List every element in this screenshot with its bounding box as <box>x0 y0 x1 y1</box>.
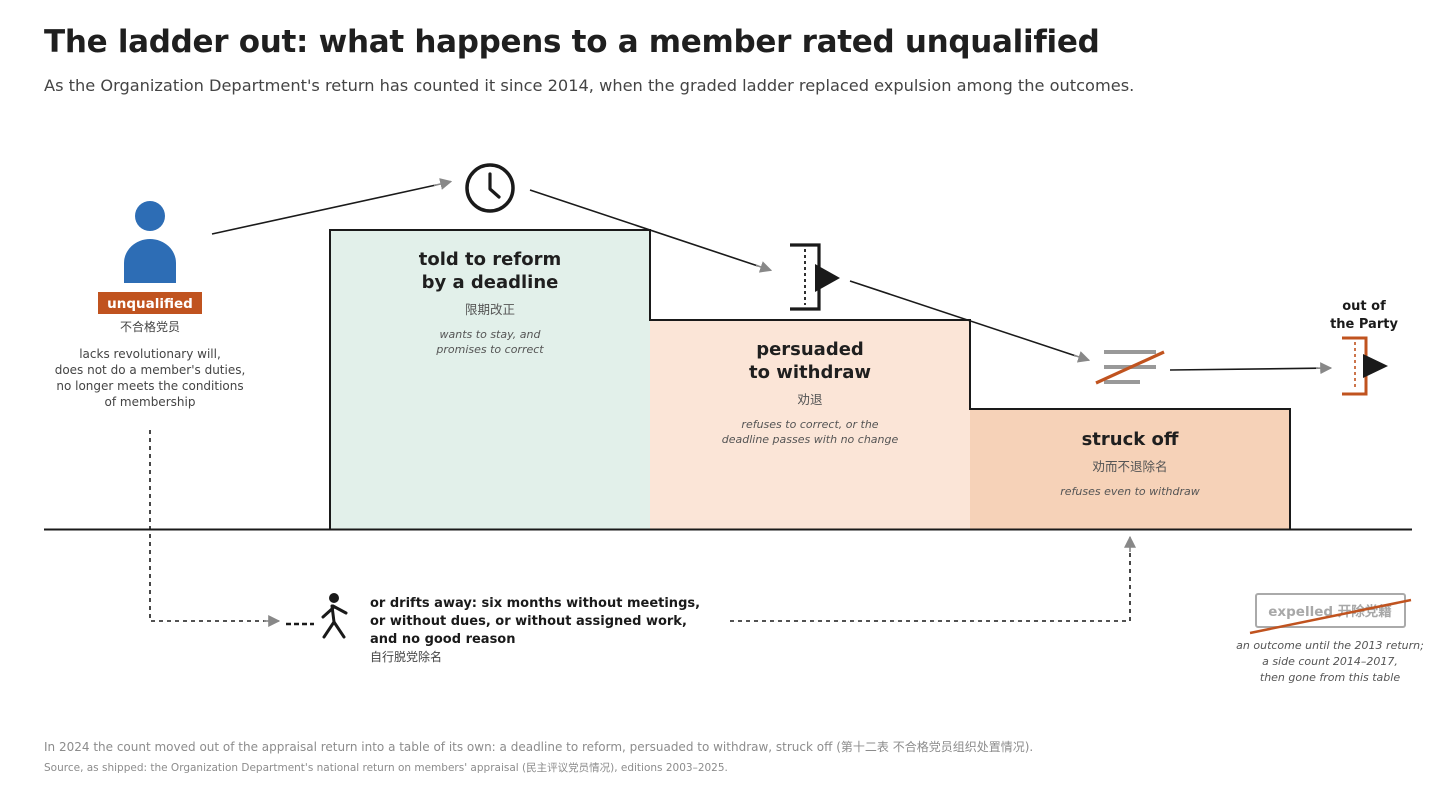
drift-text: and no good reason <box>370 632 516 647</box>
step-struck-zh: 劝而不退除名 <box>1092 459 1167 474</box>
door-exit-icon <box>790 243 840 311</box>
page-title: The ladder out: what happens to a member… <box>44 24 1100 60</box>
step-withdraw-title: to withdraw <box>749 362 871 383</box>
criteria-line: does not do a member's duties, <box>55 363 246 377</box>
expelled-note: then gone from this table <box>1260 671 1400 684</box>
criteria-line: of membership <box>105 395 196 409</box>
expelled-note: a side count 2014–2017, <box>1262 655 1398 668</box>
step-struck-title: struck off <box>1082 429 1179 450</box>
door-exit-icon <box>1342 336 1388 396</box>
criteria-line: lacks revolutionary will, <box>79 347 221 361</box>
expelled-label: expelled 开除党籍 <box>1268 603 1391 620</box>
step-reform-title: by a deadline <box>422 272 559 293</box>
step-reform-note: wants to stay, and <box>440 328 542 341</box>
clock-icon <box>465 163 515 213</box>
drift-text: or drifts away: six months without meeti… <box>370 596 700 611</box>
drift-path <box>149 430 266 622</box>
step-struck-box <box>970 409 1290 529</box>
struck-list-icon <box>1095 350 1165 385</box>
step-withdraw-zh: 劝退 <box>797 392 823 407</box>
footnote: In 2024 the count moved out of the appra… <box>44 740 1034 754</box>
step-withdraw-box <box>650 320 970 529</box>
source-note: Source, as shipped: the Organization Dep… <box>44 762 728 774</box>
page-subtitle: As the Organization Department's return … <box>44 76 1135 95</box>
expelled-box <box>1255 593 1406 628</box>
expelled-strike <box>1249 598 1412 635</box>
step-withdraw-title: persuaded <box>756 339 864 360</box>
expelled-note: an outcome until the 2013 return; <box>1236 639 1424 652</box>
drift-path <box>730 552 1131 622</box>
ladder-outline <box>329 229 1291 529</box>
step-reform-zh: 限期改正 <box>465 302 515 317</box>
criteria-line: no longer meets the conditions <box>56 379 243 393</box>
flow-arrow <box>755 261 773 273</box>
exit-label: the Party <box>1330 317 1398 332</box>
flow-line <box>1169 367 1319 371</box>
step-reform-box <box>330 230 650 529</box>
walking-person-icon <box>321 593 348 639</box>
step-withdraw-note: refuses to correct, or the <box>741 418 878 431</box>
drift-text: or without dues, or without assigned wor… <box>370 614 687 629</box>
flow-arrow <box>433 178 453 190</box>
flow-arrow <box>1073 351 1091 363</box>
step-reform-note: promises to correct <box>435 343 544 356</box>
drift-zh: 自行脱党除名 <box>370 649 442 664</box>
step-withdraw-note: deadline passes with no change <box>722 433 899 446</box>
unqualified-badge <box>98 292 202 314</box>
unqualified-badge-label: unqualified <box>107 296 193 312</box>
flow-line <box>529 189 759 267</box>
flow-line <box>849 280 1077 357</box>
step-reform-title: told to reform <box>419 249 561 270</box>
unqualified-badge-zh: 不合格党员 <box>120 319 180 334</box>
exit-label: out of <box>1342 299 1386 314</box>
person-icon <box>124 201 176 283</box>
step-struck-note: refuses even to withdraw <box>1060 485 1200 498</box>
flow-line <box>211 184 437 235</box>
